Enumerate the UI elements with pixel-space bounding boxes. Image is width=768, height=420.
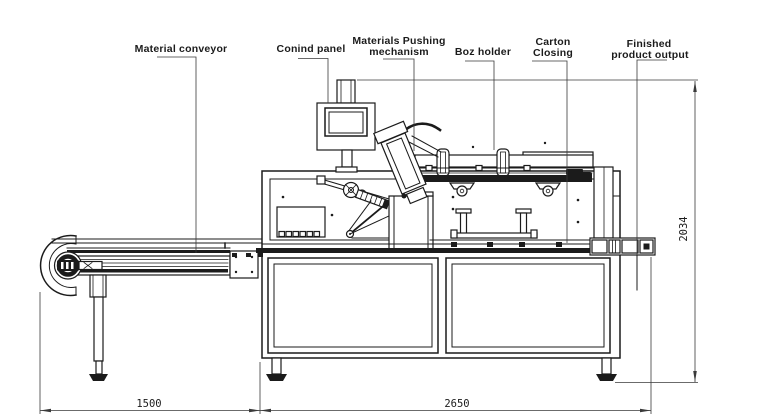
label-finished-output-line2: product output bbox=[611, 49, 689, 61]
callout-labels: Material conveyor Conind panel Materials… bbox=[135, 35, 689, 61]
pusher-arm-curve bbox=[402, 122, 442, 133]
leader-lines bbox=[157, 56, 667, 255]
pushing-mechanism-drawing bbox=[373, 120, 442, 205]
carton-closing-area bbox=[429, 166, 621, 247]
conveyor-leg bbox=[89, 274, 108, 381]
material-conveyor-drawing bbox=[39, 234, 263, 381]
dim-body-length: 2650 bbox=[444, 398, 469, 410]
label-material-conveyor: Material conveyor bbox=[135, 43, 228, 55]
monitor-screen bbox=[328, 111, 364, 134]
label-materials-pushing-line2: mechanism bbox=[369, 46, 429, 58]
dim-machine-height: 2034 bbox=[678, 216, 690, 241]
control-panel-drawing bbox=[316, 79, 376, 173]
front-panel-left bbox=[267, 257, 439, 354]
machine-foot-left bbox=[266, 357, 287, 381]
label-boz-holder: Boz holder bbox=[455, 46, 511, 58]
machine-body bbox=[232, 170, 621, 381]
monitor-housing bbox=[316, 102, 376, 151]
front-panel-right bbox=[445, 257, 611, 354]
label-carton-closing-line2: Closing bbox=[533, 47, 573, 59]
product-chute bbox=[388, 191, 434, 253]
label-materials-pushing-line1: Materials Pushing bbox=[352, 35, 445, 47]
conveyor-end-guard bbox=[39, 234, 77, 297]
vent-box bbox=[276, 206, 326, 238]
finished-product-output-drawing bbox=[589, 237, 656, 291]
deck-band bbox=[256, 248, 620, 253]
internal-linkage bbox=[316, 175, 393, 239]
screw-dots bbox=[281, 141, 580, 224]
label-carton-closing-line1: Carton bbox=[535, 36, 570, 48]
machine-foot-right bbox=[596, 357, 617, 381]
dimension-lengths: 1500 2650 bbox=[39, 257, 652, 414]
right-wall bbox=[593, 166, 614, 239]
box-holder-rail bbox=[413, 148, 594, 197]
label-conind-panel: Conind panel bbox=[277, 43, 346, 55]
dim-conveyor-length: 1500 bbox=[136, 398, 161, 410]
conveyor-drum bbox=[53, 251, 103, 280]
label-finished-output-line1: Finished bbox=[627, 38, 672, 50]
